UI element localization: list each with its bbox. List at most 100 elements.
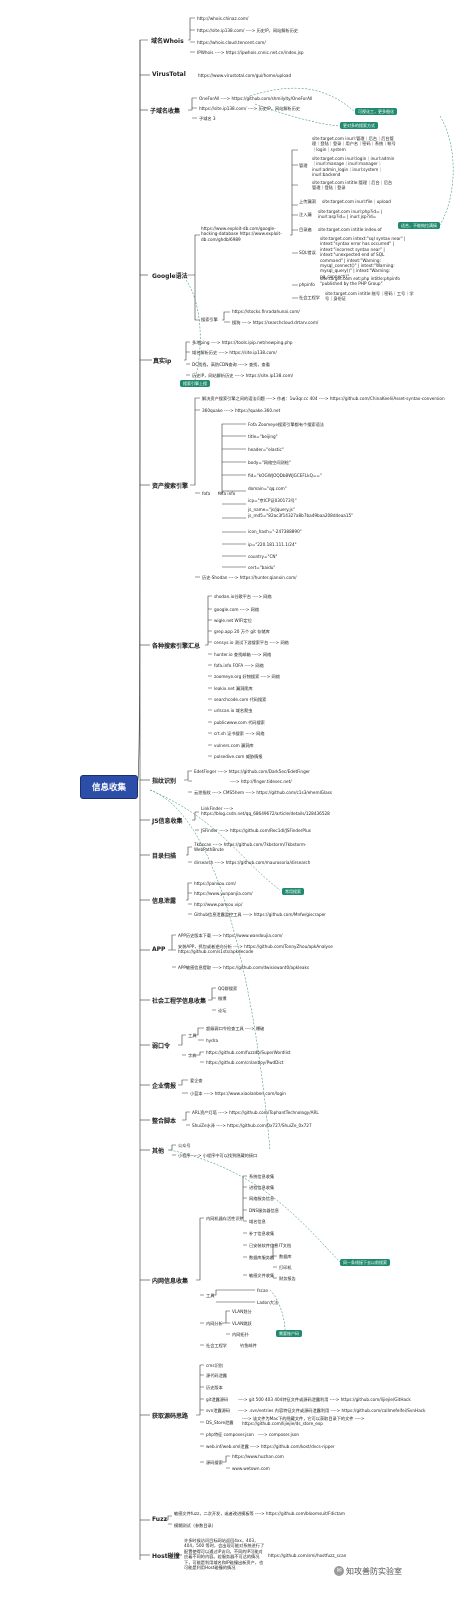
google-group-label: 上传漏洞 [299,199,316,204]
source-item: php特征 composer.json [206,1432,254,1437]
watermark: 知攻善防实验室 [346,1567,402,1576]
intranet-title[interactable]: 内网信息收集 [152,1278,189,1285]
intranet-host: DNS服务器信息 [249,1208,279,1213]
google-url-1: https://www.exploit-db.com/google-hackin… [201,226,276,237]
google-dork: site:target.com intitle:账号｜密码｜工号｜学号｜身份证 [325,291,414,302]
intranet-net: VLAN跳跃 [232,1321,252,1326]
callout-note: 可视化工，更多细化 [355,108,397,115]
source-item: svn泄露源码 [206,1408,231,1413]
source-item: 源码搜索 [206,1460,223,1465]
intranet-group: 内网机器存活性识别 [206,1216,244,1221]
google-more: 搜索引擎 [201,317,218,322]
realip-item: 历史IP，网站解析历史 ----> https://site.ip138.com… [192,373,294,378]
fofa-syntax: country="CN" [248,554,278,559]
fuzz-title[interactable]: Fuzz [152,1516,168,1523]
fingerprint-item: 云悉指纹 ----> CMS5hem ----> https://github.… [194,790,333,795]
scripts-title[interactable]: 整合脚本 [152,1118,177,1125]
fingerprint-item: ----> http://finger.tidesec.net/ [230,779,292,784]
app-title[interactable]: APP [152,946,166,953]
google-group-label: 社会工程学 [299,295,320,300]
assets-item: 解决资产搜索引擎之间的语法问题 ----> 作者：1w3qr.cc 404 --… [202,396,445,401]
intranet-host: 敏感文件收集 [249,1273,275,1278]
google-group-label: SQL错误 [299,250,316,255]
fofa-syntax: body="网络空间测绘" [248,460,291,465]
google-dork: site:target.com inurl:php?id= | inurl:as… [318,209,383,220]
google-title[interactable]: Google语法 [152,273,188,280]
source-link: ----> git 500 403 404特征文件或源码泄露利用 ----> h… [238,1397,411,1402]
source-link: www.wetown.com [232,1466,270,1471]
realip-item: 域名解析历史 ----> https://site.ip138.com/ [192,350,277,355]
company-item: 小蓝本 ----> https://www.xiaolanben.com/log… [190,1091,286,1096]
engine-item: grep.app 20 万个 git 存储库 [214,629,270,634]
intranet-tool: Ladon大法 [257,1300,279,1305]
callout-note: 同一条线接下去以前搜索 [340,1259,390,1266]
engine-item: hunter.io 查找邮箱 ----> 网络 [214,652,272,657]
app-item: APP敏感信息提取 ----> https://github.com/dwisi… [178,965,310,970]
intranet-file: 打印机 [279,1265,292,1270]
subdomain-item: OneForAll ----> https://github.com/shmil… [199,96,313,101]
subdomain-item: https://site.ip138.com/ ----> 历史IP，网站解析历… [199,106,301,111]
jsinfo-item: JSFinder ----> https://github.com/Rec1dl… [201,828,311,833]
intranet-host: 域名信息 [249,1219,266,1224]
intranet-host: 补丁信息收集 [249,1231,275,1236]
virustotal-item: https://www.virustotal.com/gui/home/uplo… [198,73,292,78]
wechat-icon: ✉ [334,1566,344,1576]
engine-item: searchcode.com 代码搜索 [214,697,267,702]
whois-title[interactable]: 域名Whois [151,38,184,45]
source-item: git泄露源码 [206,1397,229,1402]
engine-item: google.com ----> 网络 [214,607,260,612]
subdomain-item: 子域名 3 [199,116,216,121]
dirscan-title[interactable]: 目录扫描 [152,853,177,860]
weakpass-dict: https://github.com/cnlanboy/PwdDict [206,1060,284,1065]
social-title[interactable]: 社会工程学信息收集 [152,998,207,1005]
fofa-syntax: icp="京ICP证030173号" [248,498,297,503]
engine-item: fofa.info FOFA ----> 网络 [214,663,264,668]
engine-item: urlscan.io 域名爬虫 [214,708,253,713]
fingerprint-title[interactable]: 指纹识别 [152,778,177,785]
other-item: 小程序 ----> 小程序中可以找到隐藏的接口 [178,1153,258,1158]
engine-item: censys.io 测试下游搜索平台 ----> 网络 [214,640,289,645]
source-item: 源代码泄露 [206,1373,227,1378]
google-dork: site:target.com inurl:login｜inurl:admin｜… [312,156,395,178]
other-title[interactable]: 其他 [152,1148,165,1155]
google-group-label: 注入漏 [299,212,312,217]
intranet-host: 网络服务信息 [249,1196,275,1201]
subdomain-title[interactable]: 子域名收集 [150,108,181,115]
callout-note: 适合，不能纯拉满搞 [398,222,440,229]
realip-title[interactable]: 真实ip [153,358,172,365]
virustotal-title[interactable]: VirusTotal [152,71,186,78]
weakpass-title[interactable]: 弱口令 [152,1043,171,1050]
jsinfo-title[interactable]: JS信息收集 [152,818,183,825]
dirscan-item: dirsearch ----> https://github.com/mauro… [194,860,311,865]
fuzz-text: 敏感文件fuzz，二次开发，或者改进模板等 ----> https://gith… [174,1511,345,1516]
root-node[interactable]: 信息收集 [80,775,138,799]
source-title[interactable]: 获取源码思路 [152,1413,189,1420]
intranet-host: 进程信息收集 [249,1185,275,1190]
app-item: APP历史版本下载 ----> https://www.wandoujia.co… [178,933,283,938]
assets-item: 360quake ----> https://quake.360.net [202,408,281,413]
whois-item: http://whois.chinaz.com/ [197,16,249,21]
leak-title[interactable]: 信息泄露 [152,898,177,905]
source-link: ----> composer.json [258,1432,300,1437]
leak-item: Github信息泄露监控工具 ----> https://github.com/… [194,912,326,917]
source-item: web.inf/web.xml泄露 [206,1444,249,1449]
source-link: ----> https://github.com/kost/dvcs-rippe… [250,1444,335,1449]
fofa-syntax: title="beijing" [248,434,278,439]
host-title[interactable]: Host碰撞 [152,1553,180,1560]
source-link: https://www.huzhan.com [232,1454,284,1459]
google-dork: site:target.com intext:"sql syntax near"… [320,236,406,279]
fuzz-text2: 模糊测试（参数目录） [174,1523,216,1528]
fofa-syntax: js_name="js/jquery.js" [248,507,295,512]
engine-item: crt.sh 证书搜索 ----> 网络 [214,731,265,736]
intranet-tool: fscan [257,1288,269,1293]
company-item: 爱企查 [190,1078,203,1083]
engine-item: shodan.io谷歌平台 ----> 网络 [214,594,272,599]
engine-item: leakix.net 漏洞爬库 [214,686,253,691]
engines-title[interactable]: 各种搜索引擎汇总 [152,643,201,650]
source-link: ----> .svn/entries 内容特征文件或源码泄露利用 ----> h… [238,1408,426,1413]
intranet-host: 数据库服务器 [249,1255,275,1260]
source-item: 历史版本 [206,1385,223,1390]
company-title[interactable]: 企业情报 [152,1083,177,1090]
assets-title[interactable]: 资产搜索引擎 [152,483,189,490]
intranet-host: 系统信息收集 [249,1174,275,1179]
